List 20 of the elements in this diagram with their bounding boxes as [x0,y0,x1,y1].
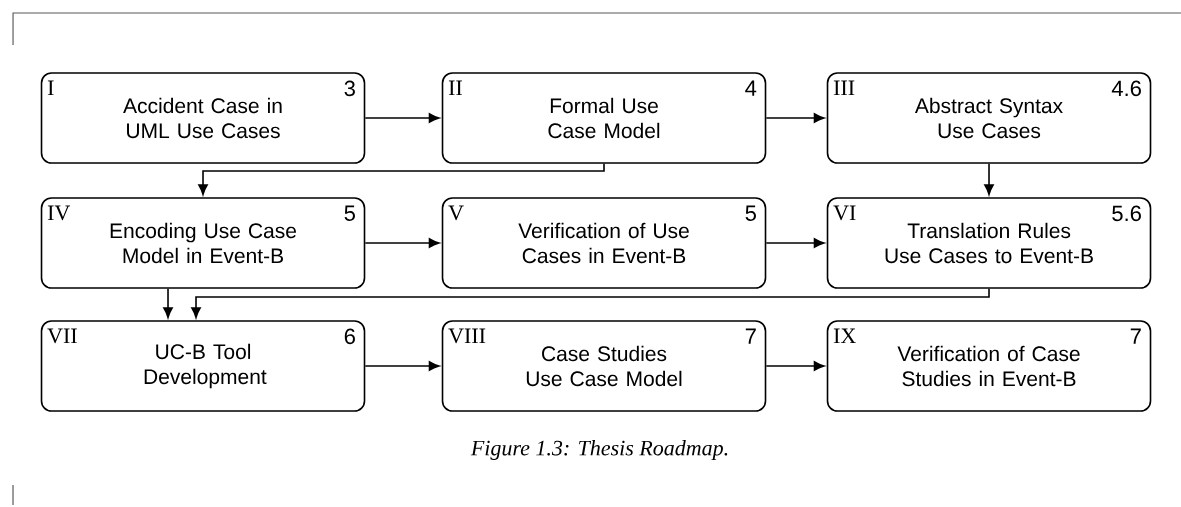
arrow [765,361,825,371]
arrow [198,163,605,196]
process-box: Formal Use Case Model II 4 [441,72,767,164]
process-box: UC-B Tool Development VII 6 [40,320,366,412]
arrow [364,238,440,248]
process-box: Translation Rules Use Cases to Event-B VI 5.6 [826,197,1152,289]
arrow [364,113,440,123]
arrow [163,288,173,319]
arrow [765,113,825,123]
arrow [191,288,990,319]
arrow [364,361,440,371]
process-box: Encoding Use Case Model in Event-B IV 5 [40,197,366,289]
process-box: Accident Case in UML Use Cases I 3 [40,72,366,164]
process-box: Verification of Use Cases in Event-B V 5 [441,197,767,289]
process-box: Verification of Case Studies in Event-B IX 7 [826,320,1152,412]
process-box: Case Studies Use Case Model VIII 7 [441,320,767,412]
figure-caption: Figure 1.3: Thesis Roadmap. [470,440,728,460]
arrow [984,163,994,196]
arrow [765,238,825,248]
process-box: Abstract Syntax Use Cases III 4.6 [826,72,1152,164]
